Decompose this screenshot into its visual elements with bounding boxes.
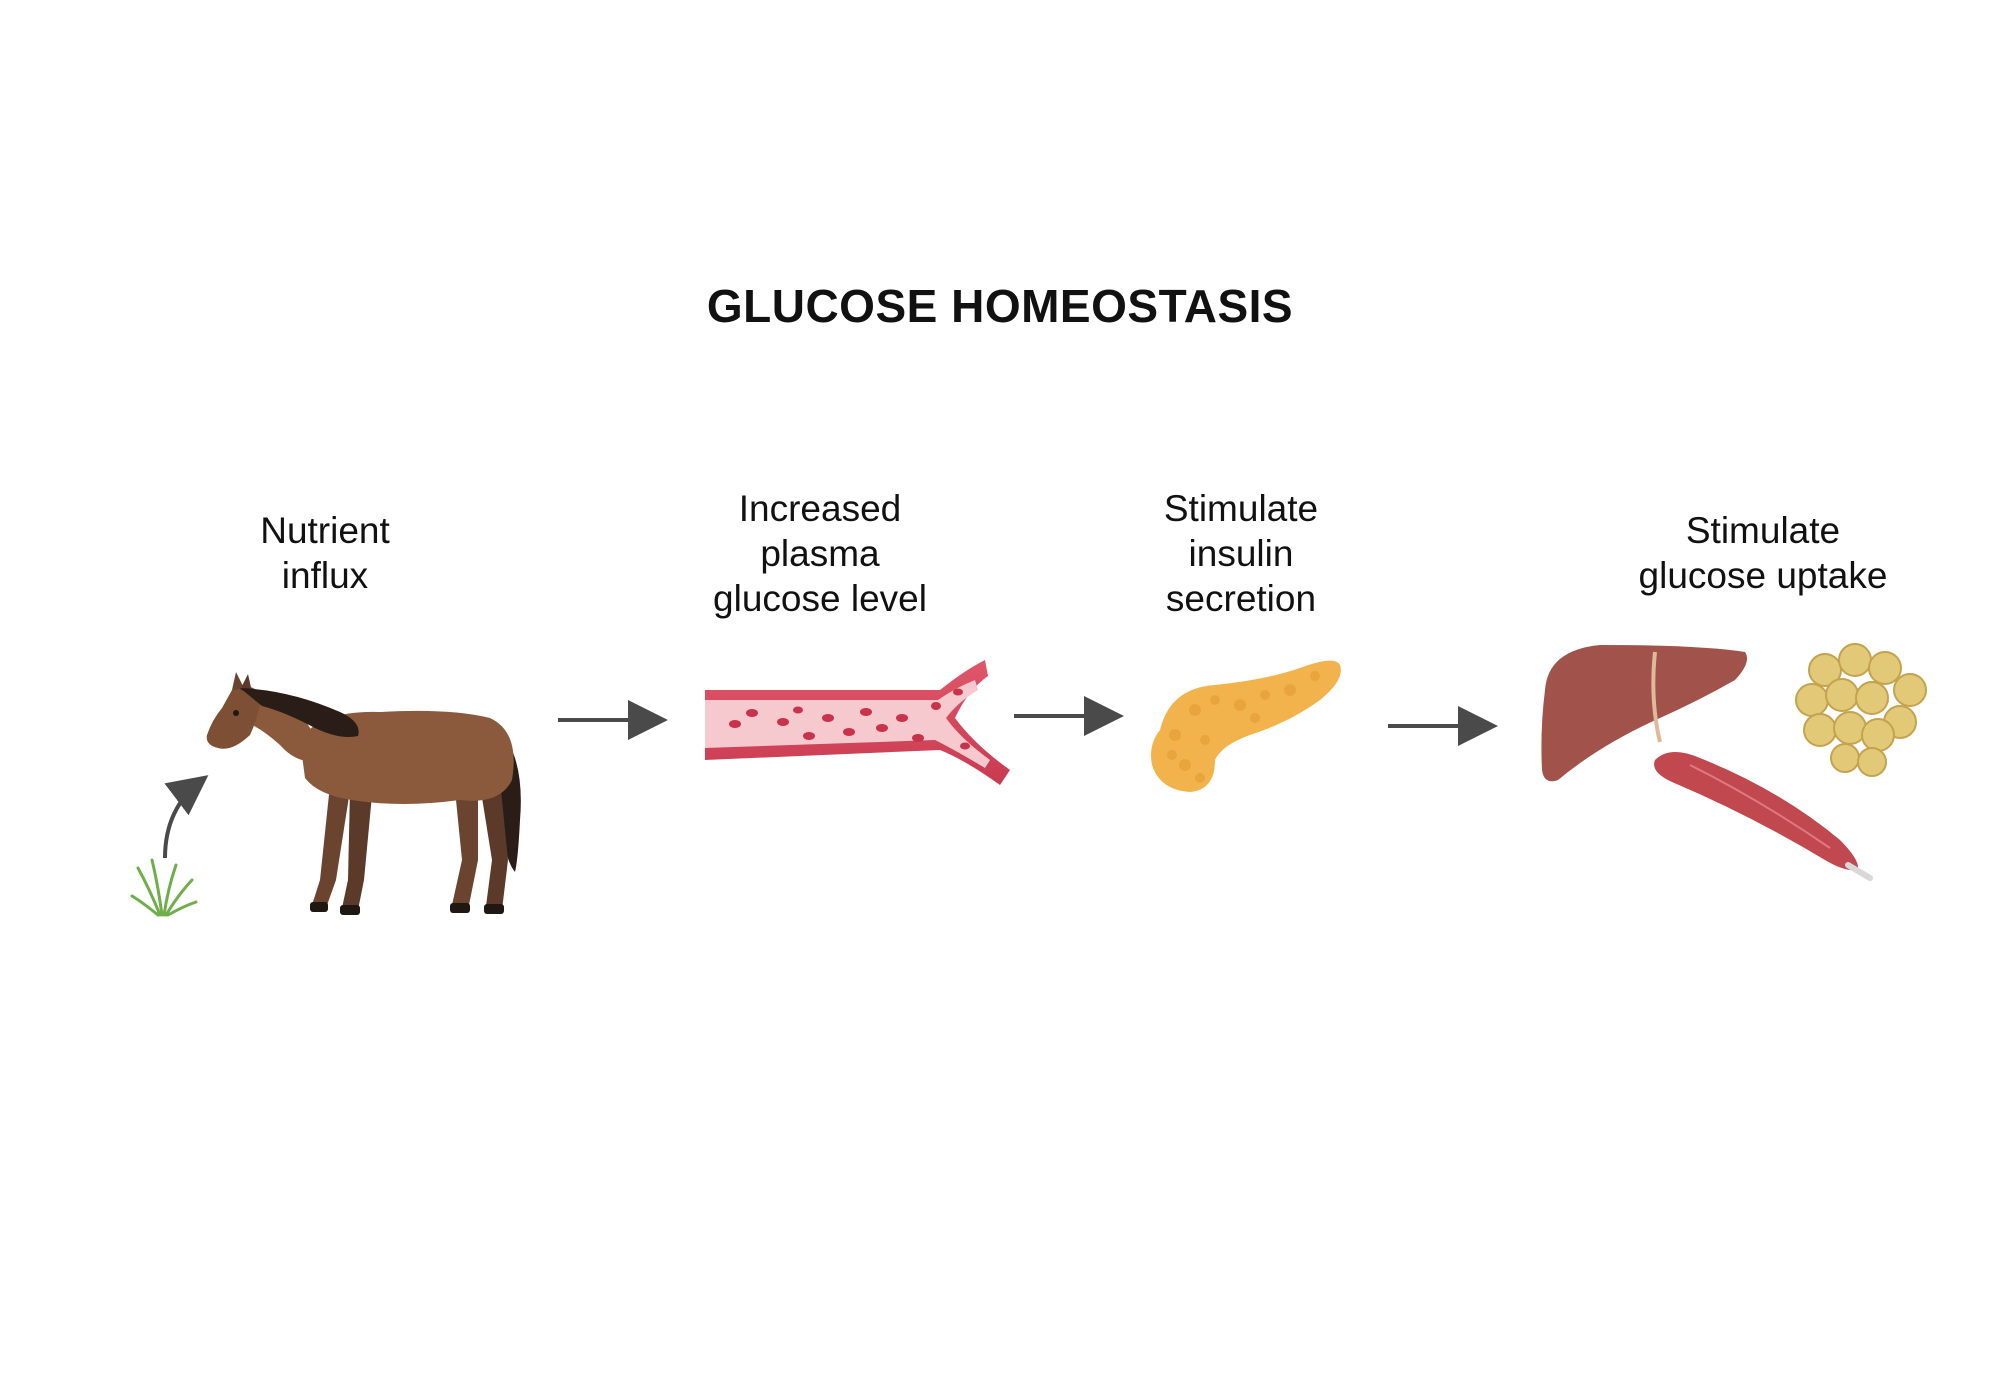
pancreas-icon xyxy=(1151,660,1341,792)
step-label-nutrient-influx: Nutrient influx xyxy=(260,510,390,596)
diagram-title: GLUCOSE HOMEOSTASIS xyxy=(706,280,1294,332)
red-blood-cells xyxy=(729,688,970,750)
muscle-icon xyxy=(1654,751,1873,881)
blood-vessel-icon xyxy=(705,660,1010,785)
step-label-insulin-secretion: Stimulate insulin secretion xyxy=(1163,488,1319,619)
liver-icon xyxy=(1541,645,1748,782)
step-label-glucose-uptake: Stimulate glucose uptake xyxy=(1638,510,1888,596)
grass-icon xyxy=(130,858,198,917)
horse-grazing-icon xyxy=(130,672,521,917)
step-label-plasma-glucose: Increased plasma glucose level xyxy=(713,488,927,619)
adipose-icon xyxy=(1795,643,1927,777)
eating-arrow-icon xyxy=(163,775,209,859)
liver-muscle-adipose-icon xyxy=(1541,643,1927,881)
horse-icon xyxy=(206,672,521,915)
